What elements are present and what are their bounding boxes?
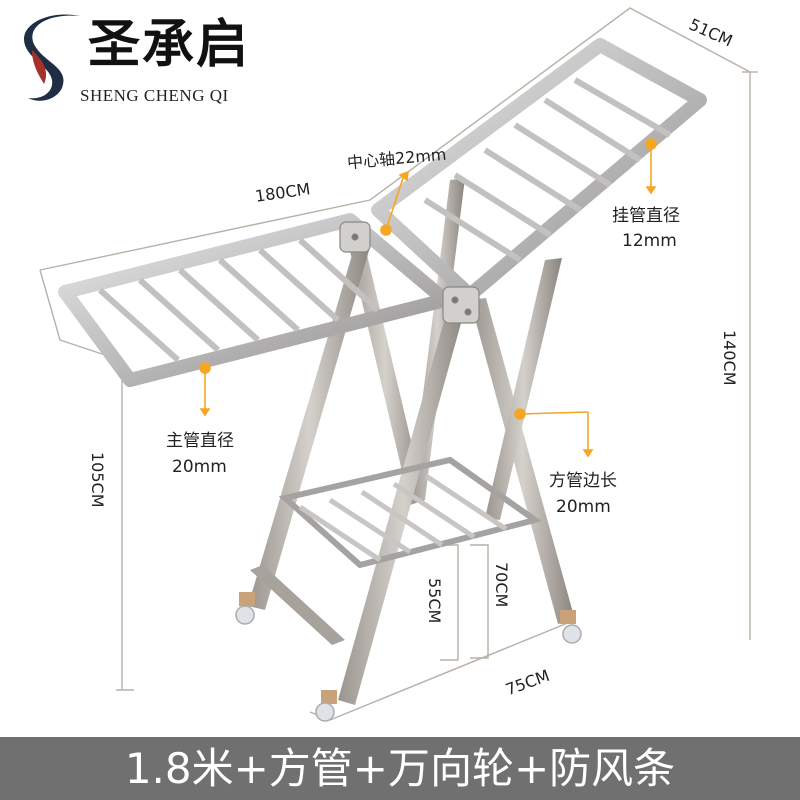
- dim-height-wing: 105CM: [88, 452, 107, 508]
- hinges: [339, 221, 480, 324]
- dim-height-total: 140CM: [720, 330, 739, 386]
- right-wing: [371, 38, 707, 302]
- brand-logo: 圣承启 SHENG CHENG QI: [20, 8, 270, 108]
- dimension-lines: [39, 7, 758, 721]
- caster-wheels: [235, 605, 582, 722]
- callout-main-tube-title: 主管直径: [166, 431, 234, 451]
- callout-square-tube-value: 20mm: [556, 497, 611, 517]
- callout-pointers: [199, 138, 657, 458]
- callout-hanging-tube-value: 12mm: [622, 231, 677, 251]
- brand-name-en: SHENG CHENG QI: [80, 86, 229, 105]
- swoosh-s-icon: [23, 14, 81, 101]
- brand-name-cn: 圣承启: [88, 15, 251, 75]
- dim-shelf-top: 70CM: [492, 562, 511, 608]
- frame-legs: [248, 178, 575, 705]
- feature-banner: 1.8米+方管+万向轮+防风条: [0, 737, 800, 800]
- dim-lower-shelf: 55CM: [425, 578, 444, 624]
- callout-hanging-tube-title: 挂管直径: [612, 206, 680, 226]
- leg-caps: [239, 592, 576, 704]
- callout-main-tube-value: 20mm: [172, 457, 227, 477]
- lower-shelf: [250, 456, 543, 645]
- callout-square-tube-title: 方管边长: [549, 471, 617, 491]
